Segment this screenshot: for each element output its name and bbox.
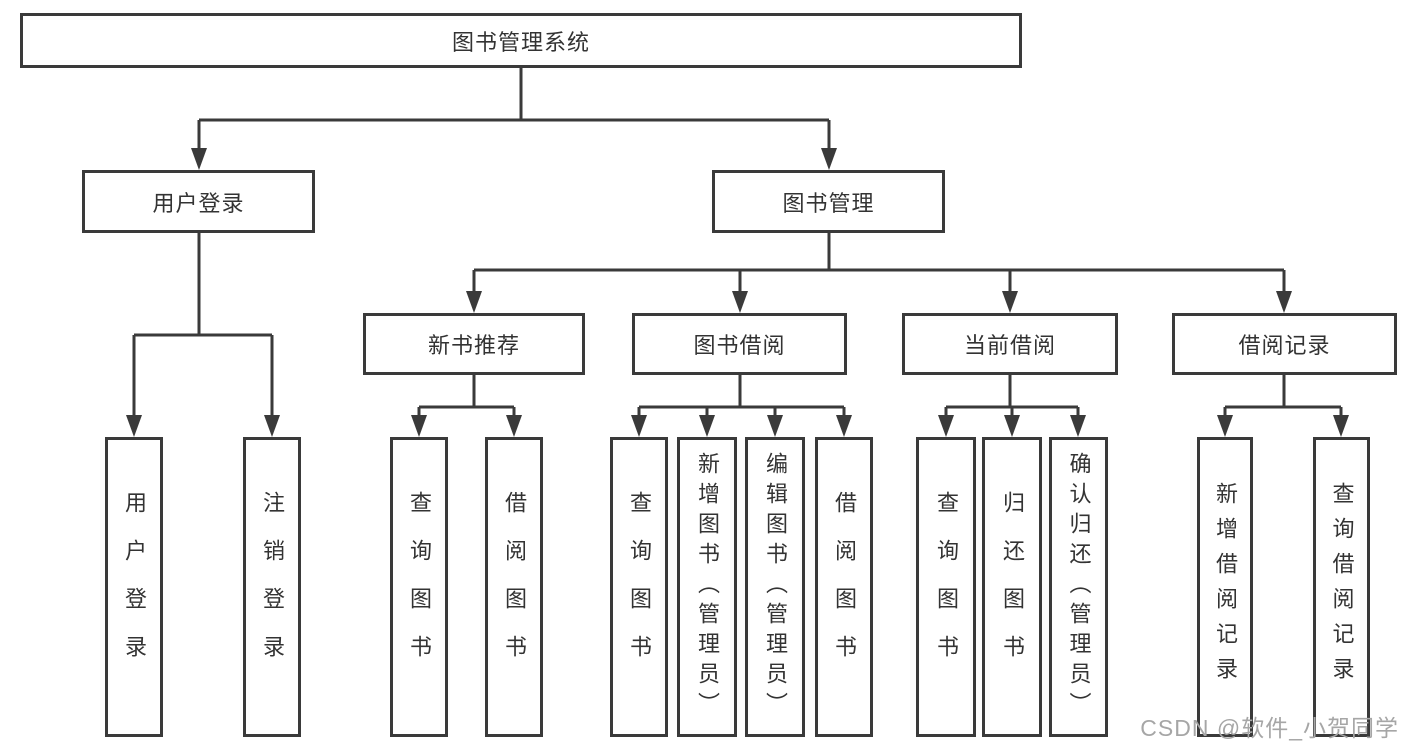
arrow-down-icon [411, 415, 427, 437]
node-root-system: 图书管理系统 [20, 13, 1022, 68]
arrow-down-icon [1276, 291, 1292, 313]
leaf-logout: 注销登录 [243, 437, 301, 737]
node-new-book-recommend: 新书推荐 [363, 313, 585, 375]
arrow-down-icon [466, 291, 482, 313]
arrow-down-icon [191, 148, 207, 170]
root-to-level2-connectors [191, 68, 837, 170]
arrow-down-icon [938, 415, 954, 437]
watermark: CSDN @软件_小贺同学 [1140, 715, 1399, 741]
leaf-borrow-books-recommend-label: 借阅图书 [502, 491, 527, 683]
arrow-down-icon [1333, 415, 1349, 437]
node-root-label: 图书管理系统 [451, 29, 590, 55]
leaf-query-books-recommend: 查询图书 [390, 437, 448, 737]
leaf-edit-book-admin-label: 编辑图书（管理员） [763, 452, 788, 722]
arrow-down-icon [1002, 291, 1018, 313]
leaf-return-books: 归还图书 [982, 437, 1042, 737]
arrow-down-icon [264, 415, 280, 437]
leaf-borrow-books-recommend: 借阅图书 [485, 437, 543, 737]
node-current-borrow-label: 当前借阅 [963, 333, 1056, 358]
node-current-borrow: 当前借阅 [902, 313, 1118, 375]
node-borrow-records-label: 借阅记录 [1238, 333, 1331, 358]
leaf-query-books-borrow-label: 查询图书 [627, 491, 652, 683]
leaf-query-books-borrow: 查询图书 [610, 437, 668, 737]
leaf-add-book-admin-label: 新增图书（管理员） [695, 452, 720, 722]
arrow-down-icon [1070, 415, 1086, 437]
arrow-down-icon [1217, 415, 1233, 437]
leaf-return-books-label: 归还图书 [1000, 491, 1025, 683]
leaf-query-borrow-record-label: 查询借阅记录 [1329, 482, 1355, 692]
node-new-book-recommend-label: 新书推荐 [427, 333, 520, 358]
arrow-down-icon [126, 415, 142, 437]
book-borrow-connectors [631, 375, 852, 437]
book-management-branch-connectors [466, 233, 1292, 313]
leaf-edit-book-admin: 编辑图书（管理员） [745, 437, 805, 737]
leaf-query-books-recommend-label: 查询图书 [407, 491, 432, 683]
leaf-logout-label: 注销登录 [260, 491, 285, 683]
borrow-records-connectors [1217, 375, 1349, 437]
arrow-down-icon [821, 148, 837, 170]
leaf-borrow-books: 借阅图书 [815, 437, 873, 737]
node-book-borrow: 图书借阅 [632, 313, 847, 375]
arrow-down-icon [506, 415, 522, 437]
leaf-add-borrow-record: 新增借阅记录 [1197, 437, 1253, 737]
node-user-login-label: 用户登录 [152, 190, 245, 216]
arrow-down-icon [767, 415, 783, 437]
node-book-management-label: 图书管理 [782, 190, 875, 216]
leaf-add-book-admin: 新增图书（管理员） [677, 437, 737, 737]
new-book-recommend-connectors [411, 375, 522, 437]
arrow-down-icon [732, 291, 748, 313]
leaf-user-login-label: 用户登录 [122, 491, 147, 683]
current-borrow-connectors [938, 375, 1086, 437]
node-borrow-records: 借阅记录 [1172, 313, 1397, 375]
leaf-add-borrow-record-label: 新增借阅记录 [1213, 482, 1238, 692]
node-book-borrow-label: 图书借阅 [693, 333, 786, 358]
user-login-branch-connectors [126, 233, 280, 437]
leaf-confirm-return-admin: 确认归还（管理员） [1049, 437, 1108, 737]
node-user-login: 用户登录 [82, 170, 315, 233]
leaf-borrow-books-label: 借阅图书 [832, 491, 857, 683]
leaf-query-books-current: 查询图书 [916, 437, 976, 737]
leaf-user-login: 用户登录 [105, 437, 163, 737]
arrow-down-icon [631, 415, 647, 437]
arrow-down-icon [699, 415, 715, 437]
leaf-query-borrow-record: 查询借阅记录 [1313, 437, 1370, 737]
arrow-down-icon [1004, 415, 1020, 437]
node-book-management: 图书管理 [712, 170, 945, 233]
leaf-query-books-current-label: 查询图书 [934, 491, 959, 683]
arrow-down-icon [836, 415, 852, 437]
leaf-confirm-return-admin-label: 确认归还（管理员） [1066, 452, 1092, 722]
